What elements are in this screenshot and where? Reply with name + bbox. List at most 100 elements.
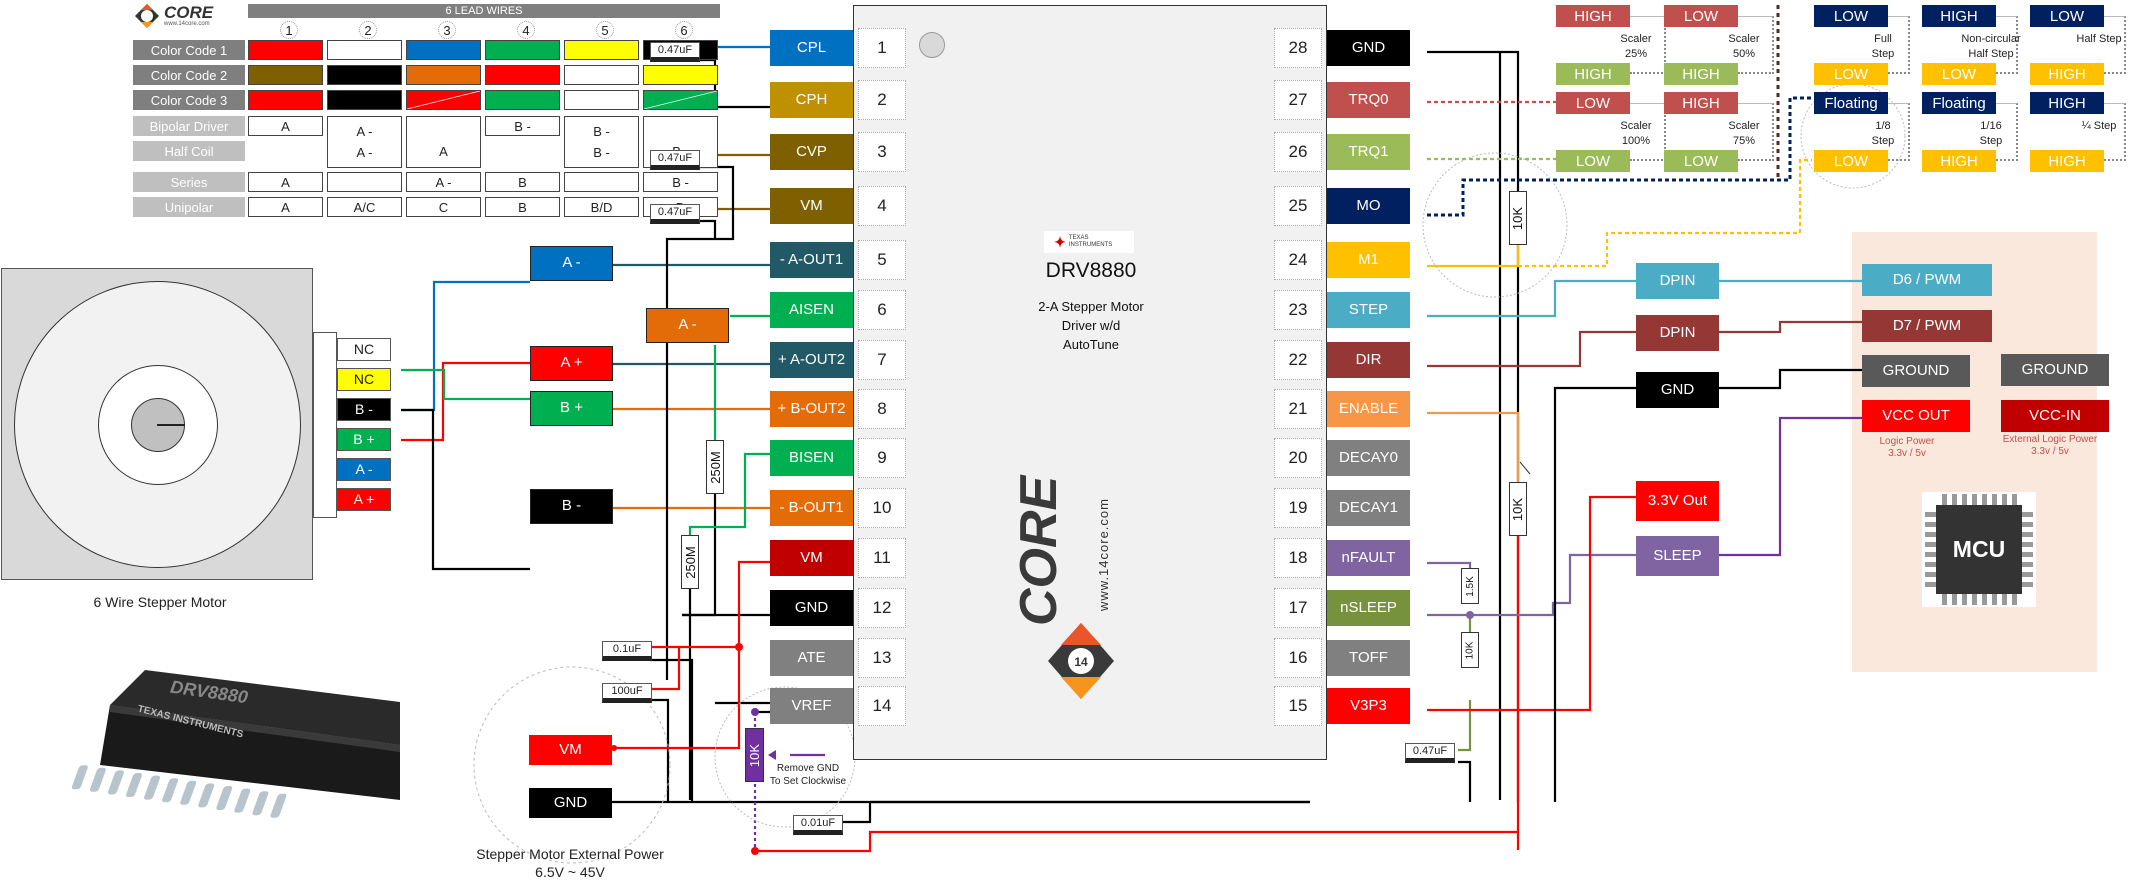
resistor-bisen[interactable]: 250M — [681, 535, 699, 589]
mcu-link-sleep-4[interactable]: SLEEP — [1636, 536, 1719, 576]
external-vm-terminal[interactable]: VM — [529, 735, 612, 765]
capacitor-0-1uf[interactable]: 0.1uF — [602, 641, 652, 661]
motor-lead[interactable]: A - — [337, 458, 391, 481]
motor-lead[interactable]: B - — [337, 398, 391, 421]
mcu-leg — [2002, 594, 2007, 605]
pin-label-vref[interactable]: VREF — [770, 688, 853, 724]
chip-photo-leg — [144, 775, 161, 800]
mcu-link-3-3v-out-3[interactable]: 3.3V Out — [1636, 481, 1719, 521]
coil-label-a-minus[interactable]: A - — [530, 246, 613, 281]
pin-label-trq1[interactable]: TRQ1 — [1327, 134, 1410, 170]
coil-label-b-minus[interactable]: B - — [530, 489, 613, 524]
wire-number: 6 — [675, 21, 693, 39]
pin-number: 25 — [1274, 186, 1322, 226]
mcu-pin-ground-2[interactable]: GROUND — [1862, 355, 1970, 387]
motor-lead[interactable]: A + — [337, 488, 391, 511]
color-swatch — [564, 90, 639, 110]
capacitor-100uf[interactable]: 100uF — [602, 683, 652, 703]
pin-label-nfault[interactable]: nFAULT — [1327, 540, 1410, 576]
pin-label-nsleep[interactable]: nSLEEP — [1327, 590, 1410, 626]
mcu-link-dpin-1[interactable]: DPIN — [1636, 315, 1719, 351]
motor-lead[interactable]: NC — [337, 368, 391, 391]
trq0-state: HIGH — [1556, 5, 1630, 27]
config-bracket — [2104, 103, 2126, 161]
pin-label-toff[interactable]: TOFF — [1327, 640, 1410, 676]
pin-label-cvp[interactable]: CVP — [770, 134, 853, 170]
pin-label-enable[interactable]: ENABLE — [1327, 391, 1410, 427]
pin-label-decay1[interactable]: DECAY1 — [1327, 490, 1410, 526]
resistor-enable[interactable]: 10K — [1509, 482, 1527, 536]
resistor-nfault[interactable]: 1.5K — [1461, 568, 1479, 604]
power-highlight-circle — [473, 666, 671, 864]
capacitor-cpl[interactable]: 0.47uF — [650, 42, 700, 62]
resistor-m1[interactable]: 10K — [1509, 191, 1527, 245]
color-swatch — [248, 40, 323, 60]
pin-label-a-out2[interactable]: + A-OUT2 — [770, 342, 853, 378]
pin-number: 19 — [1274, 488, 1322, 528]
capacitor-0-01uf[interactable]: 0.01uF — [793, 815, 843, 835]
pin-label-bisen[interactable]: BISEN — [770, 440, 853, 476]
pin-label-gnd[interactable]: GND — [770, 590, 853, 626]
pin-label-gnd[interactable]: GND — [1327, 30, 1410, 66]
config-bracket — [1738, 16, 1774, 74]
mcu-leg — [2022, 522, 2033, 527]
mcu-pin-d7-pwm-1[interactable]: D7 / PWM — [1862, 310, 1992, 342]
resistor-aisen[interactable]: 250M — [706, 440, 724, 494]
trq0-state: LOW — [1664, 5, 1738, 27]
config-bracket — [1996, 103, 2018, 161]
motor-lead[interactable]: B + — [337, 428, 391, 451]
pin-label-a-out1[interactable]: - A-OUT1 — [770, 242, 853, 278]
pin-label-ate[interactable]: ATE — [770, 640, 853, 676]
mcu-link-gnd-2[interactable]: GND — [1636, 372, 1719, 408]
pin-label-cpl[interactable]: CPL — [770, 30, 853, 66]
mcu-pin-vcc-in-5[interactable]: VCC-IN — [2001, 400, 2109, 432]
pin-label-vm[interactable]: VM — [770, 188, 853, 224]
resistor-vref[interactable]: 10K — [745, 728, 764, 782]
pin-label-decay0[interactable]: DECAY0 — [1327, 440, 1410, 476]
pin-label-vm[interactable]: VM — [770, 540, 853, 576]
mcu-leg — [1962, 494, 1967, 505]
svg-text:14: 14 — [1074, 655, 1088, 669]
pin-label-step[interactable]: STEP — [1327, 292, 1410, 328]
coil-label-a-plus[interactable]: A + — [530, 346, 613, 381]
external-gnd-terminal[interactable]: GND — [529, 788, 612, 818]
wire-number: 3 — [438, 21, 456, 39]
resistor-nsleep[interactable]: 10K — [1461, 632, 1479, 668]
mcu-pin-ground-3[interactable]: GROUND — [2001, 354, 2109, 386]
pin-number: 11 — [858, 538, 906, 578]
arrow-left-icon — [768, 750, 776, 760]
mcu-leg — [2012, 494, 2017, 505]
pin-label-aisen[interactable]: AISEN — [770, 292, 853, 328]
capacitor-cvp[interactable]: 0.47uF — [650, 150, 700, 170]
mcu-leg — [2022, 582, 2033, 587]
pin-label-v3p3[interactable]: V3P3 — [1327, 688, 1410, 724]
pin-label-cph[interactable]: CPH — [770, 82, 853, 118]
brand-url: www.14core.com — [164, 21, 210, 27]
mcu-leg — [1992, 494, 1997, 505]
bipolar-half-cell: A -A - — [327, 116, 402, 168]
wire-number: 2 — [359, 21, 377, 39]
mcu-pin-d6-pwm-0[interactable]: D6 / PWM — [1862, 264, 1992, 296]
pin-label-trq0[interactable]: TRQ0 — [1327, 82, 1410, 118]
capacitor-v3p3[interactable]: 0.47uF — [1405, 743, 1455, 763]
pin-label-m1[interactable]: M1 — [1327, 242, 1410, 278]
color-swatch — [406, 65, 481, 85]
motor-lead[interactable]: NC — [337, 338, 391, 361]
capacitor-vm[interactable]: 0.47uF — [650, 204, 700, 224]
mcu-leg — [2012, 594, 2017, 605]
chip-photo-leg — [216, 786, 233, 810]
pin-label-b-out1[interactable]: - B-OUT1 — [770, 490, 853, 526]
pin-number: 14 — [858, 686, 906, 726]
coil-label-b-plus[interactable]: B + — [530, 391, 613, 426]
mcu-link-dpin-0[interactable]: DPIN — [1636, 263, 1719, 299]
m1-state: LOW — [1814, 150, 1888, 172]
pin-label-mo[interactable]: MO — [1327, 188, 1410, 224]
mcu-pin-vcc-out-4[interactable]: VCC OUT — [1862, 400, 1970, 432]
config-bracket — [1888, 103, 1910, 161]
pin-label-b-out2[interactable]: + B-OUT2 — [770, 391, 853, 427]
coil-label-aisen-a-minus[interactable]: A - — [646, 308, 729, 343]
pin-label-dir[interactable]: DIR — [1327, 342, 1410, 378]
